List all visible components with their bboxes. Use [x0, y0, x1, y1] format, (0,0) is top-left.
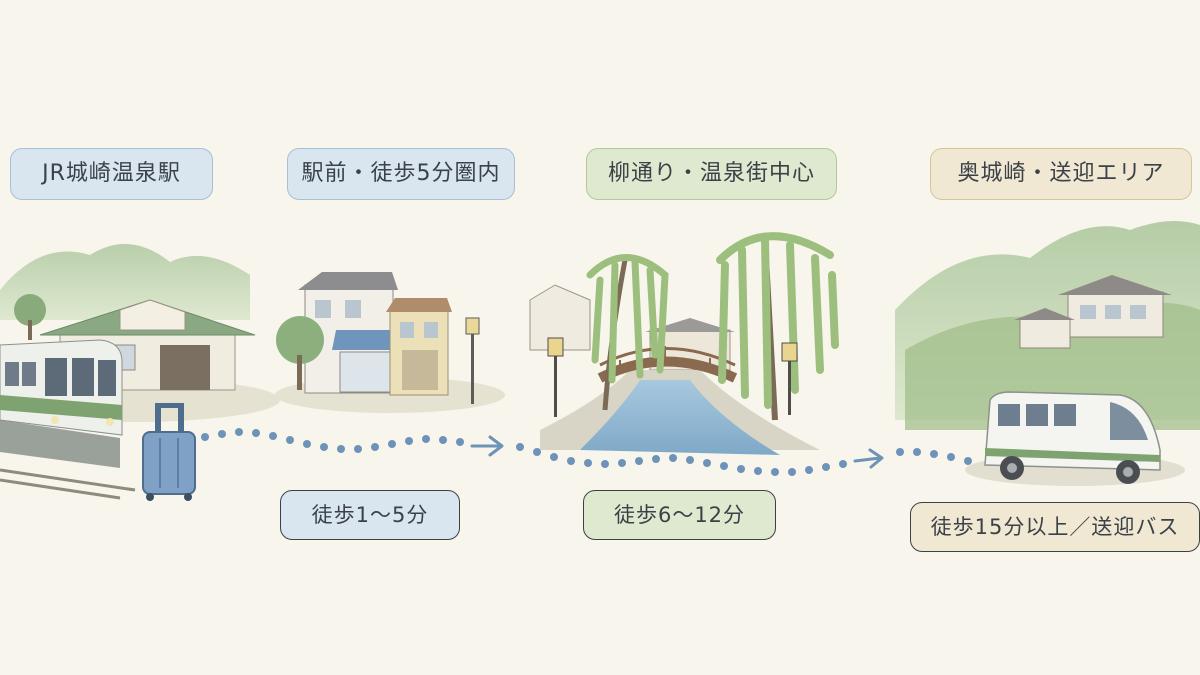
station-scene: [0, 244, 280, 501]
townhouse-icon: [386, 298, 452, 396]
street-lamp-icon: [781, 342, 798, 415]
station-label-oku-kinosaki: 奥城崎・送迎エリア: [930, 148, 1192, 200]
walk-time-15min-shuttle: 徒歩15分以上／送迎バス: [910, 502, 1200, 552]
station-front-scene: [275, 272, 505, 413]
station-label-station-front: 駅前・徒歩5分圏内: [287, 148, 515, 200]
train-icon: [0, 339, 136, 500]
walk-time-1-5min: 徒歩1〜5分: [280, 490, 460, 540]
ryokan-icon: [1014, 275, 1172, 349]
arrow-right-icon: [853, 448, 884, 469]
shuttle-bus-icon: [984, 391, 1161, 484]
townhouse-icon: [298, 272, 404, 394]
shuttle-area-scene: [895, 221, 1200, 486]
walk-time-6-12min: 徒歩6〜12分: [583, 490, 776, 540]
willow-tree-icon: [586, 254, 669, 411]
willow-canal-scene: [529, 232, 839, 455]
arrow-right-icon: [470, 435, 504, 457]
street-lamp-icon: [547, 337, 564, 417]
station-label-willow-street: 柳通り・温泉街中心: [586, 148, 837, 200]
street-lamp-icon: [465, 317, 480, 404]
willow-tree-icon: [716, 232, 839, 421]
river-icon: [580, 380, 780, 455]
suitcase-icon: [142, 403, 196, 501]
walking-path: [201, 428, 972, 476]
station-label-jr-kinosaki: JR城崎温泉駅: [10, 148, 213, 200]
